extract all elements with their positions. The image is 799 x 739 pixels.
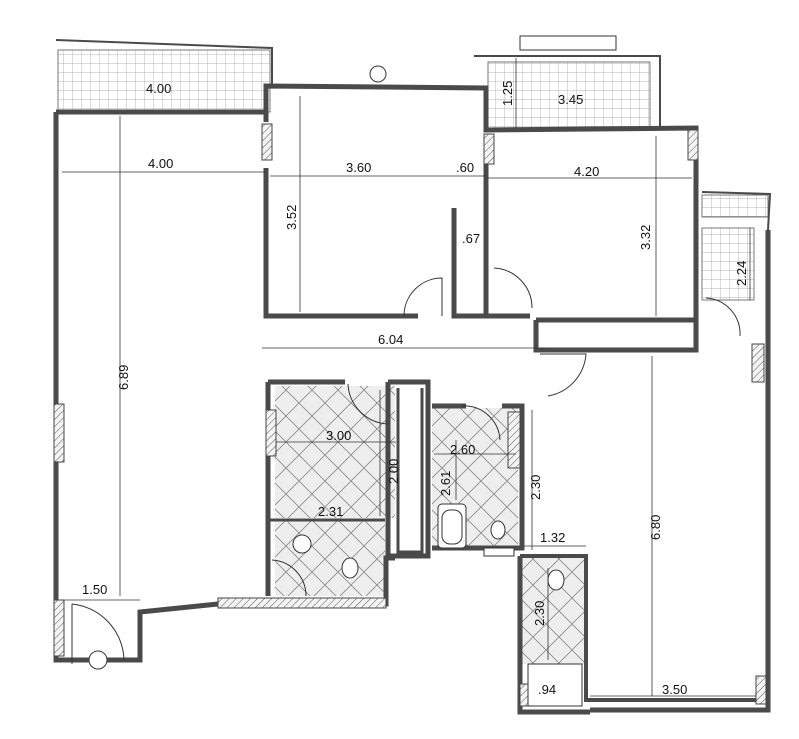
dim-master-depth: 6.80 [648,515,663,540]
dim-wc1-width: 2.31 [318,504,343,519]
dim-balcony-top-right-depth: 1.25 [500,81,515,106]
toilet-icon [547,569,565,591]
dim-wc2-width: 1.32 [540,530,565,545]
window-hatches [53,123,767,707]
toilet-icon [490,520,506,540]
shower-icon [527,663,583,707]
dim-closet-gap: .60 [456,160,474,175]
dim-balcony-left: 4.00 [146,81,171,96]
dim-shower-width: .94 [538,682,556,697]
dim-bath2-width: 2.60 [450,442,475,457]
dim-wc2-depth: 2.30 [532,601,547,626]
dim-living-depth: 6.89 [116,365,131,390]
lamp-icon [369,65,387,83]
toilet-icon [341,557,359,579]
dim-master-width: 3.50 [662,682,687,697]
dimension-labels: 4.00 4.00 3.60 .60 4.20 3.45 .67 6.04 3.… [82,81,749,697]
dim-bedroom2-depth: 3.32 [638,225,653,250]
dim-bath2-depth: 2.61 [438,471,453,496]
dim-bedroom1-depth: 3.52 [284,205,299,230]
dim-living-width: 4.00 [148,156,173,171]
bathroom-1 [275,386,395,596]
dim-corridor-depth: 2.30 [528,475,543,500]
balcony-right [701,191,772,301]
dim-hall-length: 6.04 [378,332,403,347]
dim-bath1-width: 3.00 [326,428,351,443]
dim-bath1-depth: 2.00 [386,459,401,484]
lamp-icon [88,650,108,670]
dim-bedroom1-width: 3.60 [346,160,371,175]
fixtures [88,65,583,707]
balcony-top-left [55,39,273,113]
doors [71,267,741,664]
dimension-lines [62,58,756,697]
dim-bedroom2-width: 4.20 [574,164,599,179]
balcony-top-right [474,35,661,129]
dim-closet-width: .67 [462,231,480,246]
dim-balcony-top-right-width: 3.45 [558,92,583,107]
dim-entrance-width: 1.50 [82,582,107,597]
dim-balcony-right-depth: 2.24 [734,261,749,286]
walls [53,83,771,715]
sink-icon [292,534,312,554]
